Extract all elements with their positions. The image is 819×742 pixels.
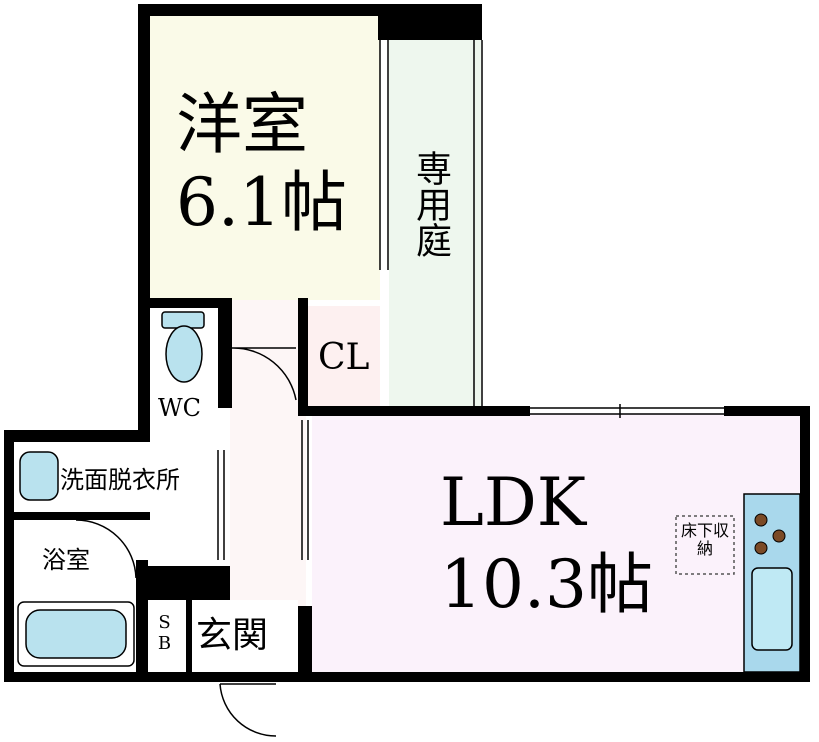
ldk-floor <box>312 414 806 672</box>
bathtub-icon <box>17 601 135 667</box>
entrance-floor <box>148 600 298 672</box>
private-garden-label: 専用庭 <box>410 150 451 258</box>
stove-burner-icon <box>754 513 786 555</box>
kitchen-sink-icon <box>751 567 793 651</box>
ldk-size: 10.3帖 <box>440 546 653 623</box>
toilet-label: WC <box>158 394 202 422</box>
underfloor-storage-label: 床下収納 <box>680 521 729 558</box>
openings <box>217 40 724 560</box>
toilet-icon <box>161 311 205 383</box>
private-garden-floor <box>389 40 481 406</box>
underfloor-storage-box <box>675 515 735 575</box>
entrance-label: 玄関 <box>196 615 269 656</box>
ldk-name: LDK <box>440 464 587 541</box>
closet-floor <box>308 306 380 406</box>
western-room-size: 6.1帖 <box>176 164 347 241</box>
western-room-name: 洋室 <box>176 86 308 163</box>
western-room-floor <box>148 14 380 300</box>
walls <box>4 4 810 682</box>
bathroom-label: 浴室 <box>42 546 90 574</box>
door-swings <box>75 316 301 737</box>
washbasin-icon <box>19 451 59 501</box>
closet-label: CL <box>318 337 370 378</box>
washroom-label: 洗面脱衣所 <box>60 466 180 494</box>
shoe-box-label: SB <box>154 612 175 654</box>
